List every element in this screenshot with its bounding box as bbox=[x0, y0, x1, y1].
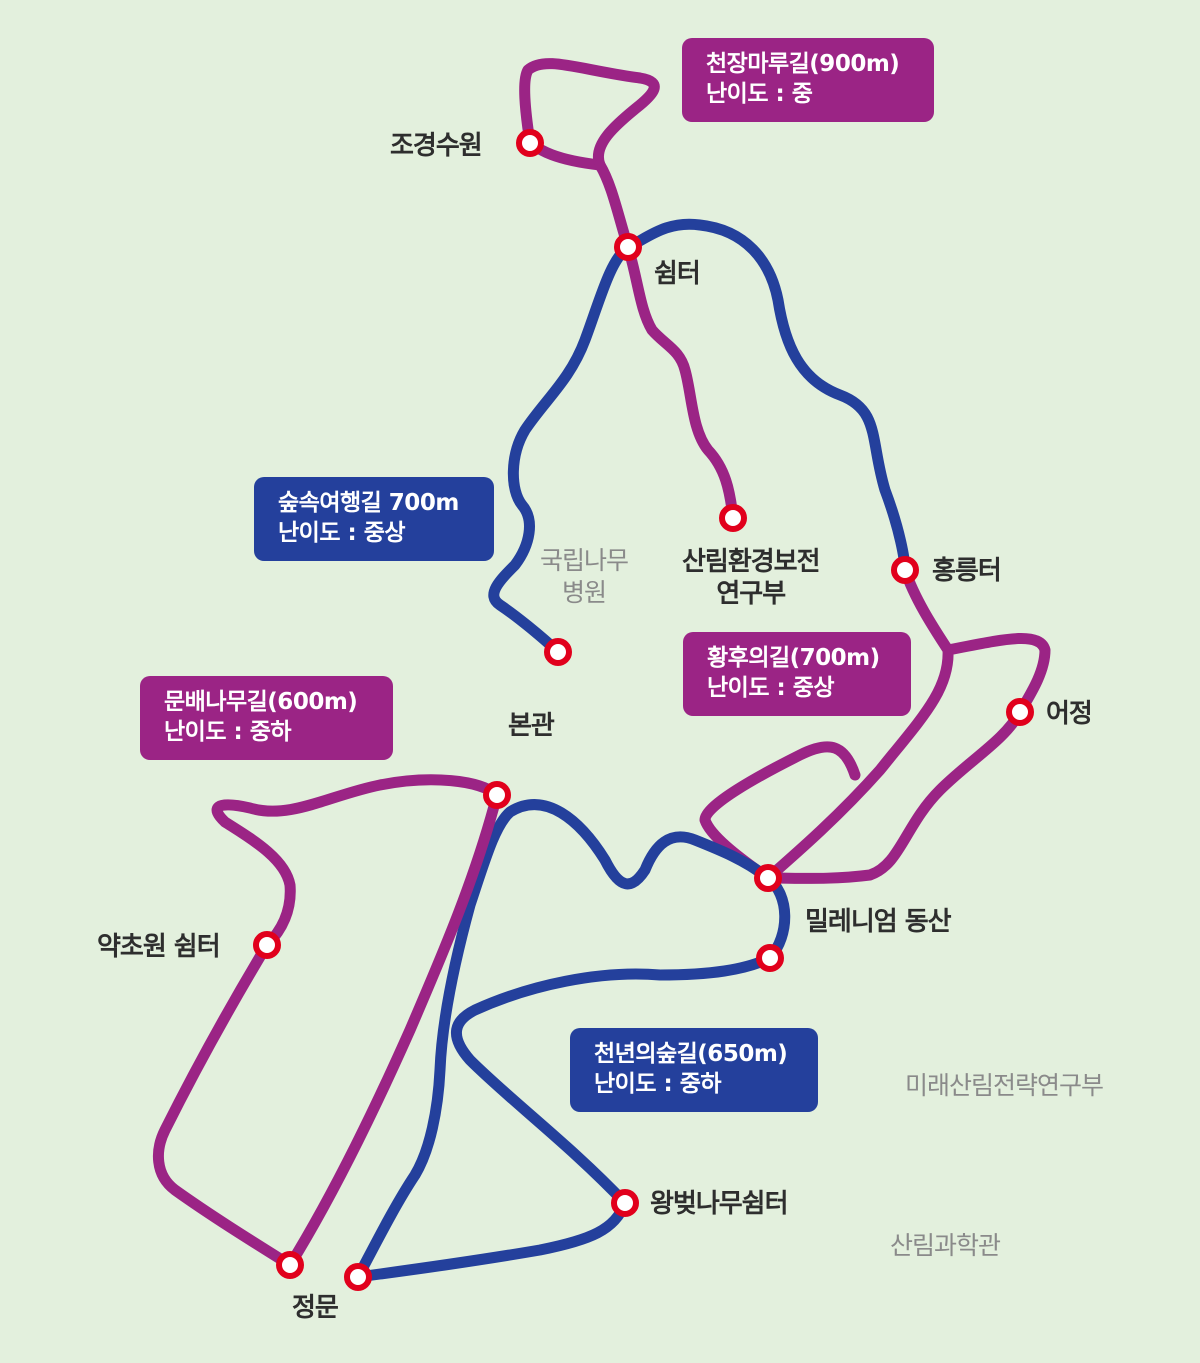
stop-wangbeot[interactable] bbox=[611, 1189, 639, 1217]
stop-eojeong[interactable] bbox=[1006, 698, 1034, 726]
label-jogyeongsuwon: 조경수원 bbox=[390, 131, 483, 161]
trail-name: 황후의길(700m) bbox=[707, 645, 880, 671]
label-national-tree-hospital: 국립나무 병원 bbox=[540, 545, 629, 609]
label-bongwan: 본관 bbox=[508, 711, 555, 741]
trail-name: 천년의숲길(650m) bbox=[594, 1041, 788, 1067]
trail-difficulty: 난이도 : 중 bbox=[706, 81, 813, 107]
label-wangbeot: 왕벚나무쉼터 bbox=[650, 1189, 789, 1219]
trail-name: 문배나무길(600m) bbox=[164, 689, 358, 715]
trail-name: 숲속여행길 700m bbox=[278, 490, 459, 516]
trail-name: 천장마루길(900m) bbox=[706, 51, 900, 77]
label-line: 연구부 bbox=[716, 579, 786, 609]
label-hongneungteo: 홍릉터 bbox=[932, 556, 1002, 586]
stop-main-gate-2[interactable] bbox=[344, 1263, 372, 1291]
stop-main-gate-1[interactable] bbox=[276, 1251, 304, 1279]
trail-difficulty: 난이도 : 중하 bbox=[164, 719, 292, 745]
stop-millennium-2[interactable] bbox=[756, 944, 784, 972]
stop-bongwan[interactable] bbox=[544, 638, 572, 666]
trail-difficulty: 난이도 : 중하 bbox=[594, 1071, 722, 1097]
trail-cheonjang-stem[interactable] bbox=[594, 159, 739, 524]
stop-hongneungteo[interactable] bbox=[891, 556, 919, 584]
trail-hwanghu[interactable] bbox=[699, 564, 1051, 884]
trail-info-supsok: 숲속여행길 700m 난이도 : 중상 bbox=[254, 477, 494, 561]
label-yakchowon: 약초원 쉼터 bbox=[97, 932, 221, 962]
label-line: 병원 bbox=[562, 578, 607, 607]
label-millennium: 밀레니엄 동산 bbox=[805, 907, 952, 937]
trail-info-hwanghu: 황후의길(700m) 난이도 : 중상 bbox=[683, 632, 911, 716]
trail-info-cheonjang: 천장마루길(900m) 난이도 : 중 bbox=[682, 38, 934, 122]
stop-forest-env-dept[interactable] bbox=[719, 504, 747, 532]
stop-shelter[interactable] bbox=[614, 233, 642, 261]
stop-yakchowon[interactable] bbox=[253, 931, 281, 959]
label-shelter: 쉼터 bbox=[654, 259, 701, 289]
label-main-gate: 정문 bbox=[292, 1293, 339, 1323]
stop-munbae-junction[interactable] bbox=[483, 781, 511, 809]
trail-cheonjang-loop[interactable] bbox=[519, 58, 660, 171]
trail-info-munbae: 문배나무길(600m) 난이도 : 중하 bbox=[140, 676, 393, 760]
label-line: 산림환경보전 bbox=[682, 547, 821, 577]
label-eojeong: 어정 bbox=[1046, 699, 1093, 729]
label-future-forest-dept: 미래산림전략연구부 bbox=[905, 1071, 1104, 1100]
label-forest-science-hall: 산림과학관 bbox=[890, 1231, 1001, 1260]
trail-difficulty: 난이도 : 중상 bbox=[278, 520, 406, 546]
stop-millennium-1[interactable] bbox=[754, 864, 782, 892]
trail-munbae[interactable] bbox=[152, 774, 503, 1271]
trail-info-cheonnyeon: 천년의숲길(650m) 난이도 : 중하 bbox=[570, 1028, 818, 1112]
stop-jogyeongsuwon[interactable] bbox=[516, 129, 544, 157]
trail-difficulty: 난이도 : 중상 bbox=[707, 675, 835, 701]
label-line: 국립나무 bbox=[540, 546, 629, 575]
label-forest-env-dept: 산림환경보전 연구부 bbox=[682, 546, 821, 610]
